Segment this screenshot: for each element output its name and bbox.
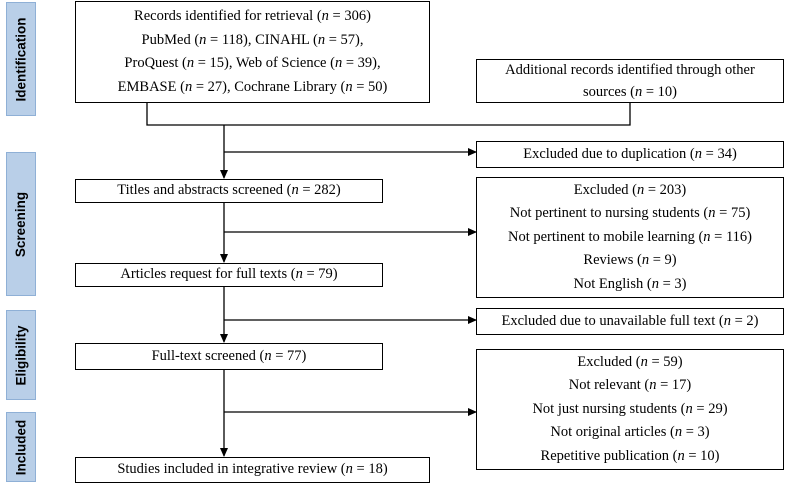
titles-screened-line: Titles and abstracts screened (n = 282) (117, 182, 341, 199)
additional-records-box: Additional records identified through ot… (476, 59, 784, 103)
full-text-screened-line: Full-text screened (n = 77) (151, 347, 307, 364)
titles-screened-box: Titles and abstracts screened (n = 282) (75, 179, 383, 203)
excluded-screening-box: Excluded (n = 203) Not pertinent to nursi… (476, 177, 784, 298)
phase-screening-label: Screening (13, 191, 29, 257)
excluded-screening-line: Not pertinent to mobile learning (n = 11… (507, 228, 752, 245)
records-identified-line: Records identified for retrieval (n = 30… (134, 8, 371, 24)
excluded-screening-line: Not English (n = 3) (573, 275, 687, 292)
phase-screening: Screening (6, 152, 36, 296)
excluded-unavailable-line: Excluded due to unavailable full text (n… (501, 312, 759, 329)
full-text-request-line: Articles request for full texts (n = 79) (120, 266, 338, 283)
full-text-screened-box: Full-text screened (n = 77) (75, 343, 383, 370)
additional-records-line: sources (n = 10) (583, 84, 677, 100)
records-identified-line: ProQuest (n = 15), Web of Science (n = 3… (124, 55, 381, 71)
excluded-eligibility-box: Excluded (n = 59) Not relevant (n = 17) No… (476, 349, 784, 470)
excluded-screening-line: Excluded (n = 203) (573, 181, 687, 198)
excluded-duplication-line: Excluded due to duplication (n = 34) (523, 145, 737, 162)
excluded-duplication-box: Excluded due to duplication (n = 34) (476, 141, 784, 168)
full-text-request-box: Articles request for full texts (n = 79) (75, 263, 383, 287)
phase-included-label: Included (13, 419, 29, 475)
phase-identification-label: Identification (13, 17, 29, 101)
excluded-eligibility-line: Repetitive publication (n = 10) (540, 447, 720, 464)
merge-connector (146, 103, 631, 126)
records-identified-line: PubMed (n = 118), CINAHL (n = 57), (141, 31, 364, 48)
studies-included-box: Studies included in integrative review (… (75, 457, 430, 483)
phase-eligibility: Eligibility (6, 310, 36, 400)
studies-included-line: Studies included in integrative review (… (117, 461, 388, 478)
excluded-eligibility-line: Not original articles (n = 3) (550, 424, 710, 441)
excluded-screening-line: Reviews (n = 9) (583, 252, 677, 269)
excluded-eligibility-line: Excluded (n = 59) (577, 353, 683, 370)
records-identified-box: Records identified for retrieval (n = 30… (75, 1, 430, 103)
records-identified-line: EMBASE (n = 27), Cochrane Library (n = 5… (117, 78, 388, 95)
excluded-screening-line: Not pertinent to nursing students (n = 7… (509, 205, 751, 222)
excluded-eligibility-line: Not just nursing students (n = 29) (532, 400, 728, 417)
phase-eligibility-label: Eligibility (13, 324, 29, 386)
phase-identification: Identification (6, 2, 36, 116)
phase-included: Included (6, 412, 36, 482)
excluded-unavailable-box: Excluded due to unavailable full text (n… (476, 308, 784, 335)
excluded-eligibility-line: Not relevant (n = 17) (568, 377, 692, 394)
additional-records-line: Additional records identified through ot… (505, 62, 755, 78)
